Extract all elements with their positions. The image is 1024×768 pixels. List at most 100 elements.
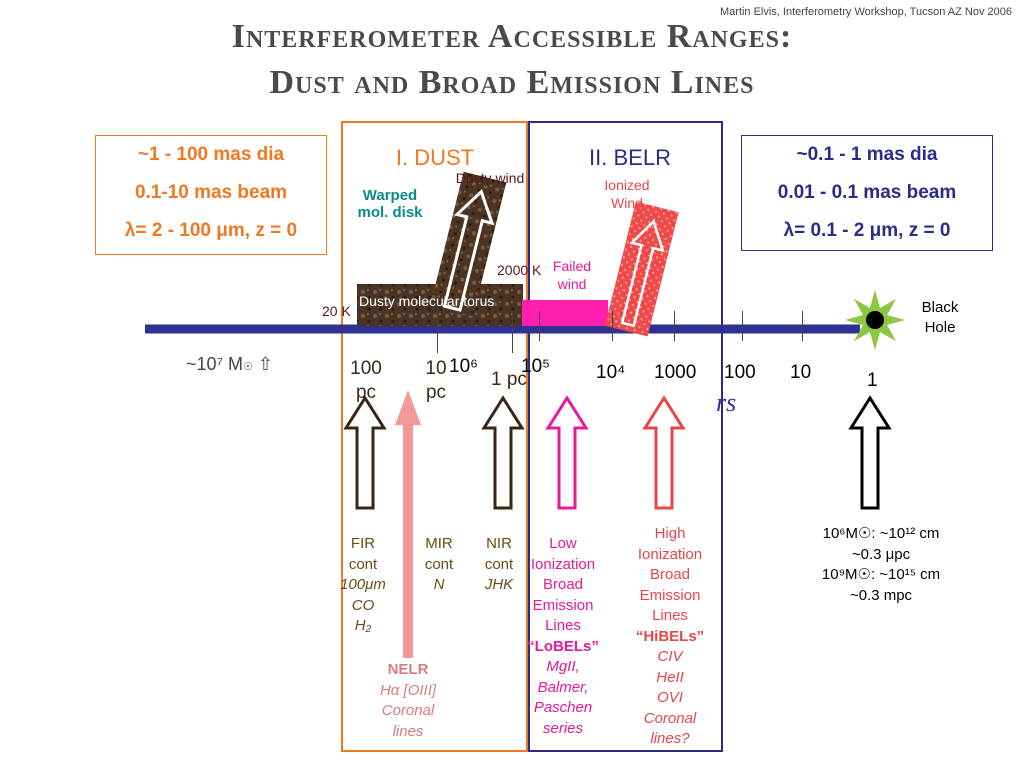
bh-line-4: ~0.3 mpc [849,586,913,604]
dusty-wind-band [430,171,507,317]
fir-line-4: CO [351,596,375,614]
tick-10 [802,311,803,341]
fir-band-label: FIR cont 100μm CO H₂ [333,534,393,637]
bh-line-2: ~0.3 μpc [851,545,911,563]
hibel-line-4: Emission [639,586,701,604]
left-box-line-3: λ= 2 - 100 μm, z = 0 [124,220,298,241]
fir-line-1: FIR [350,535,376,552]
failed-wind-bar [522,300,608,326]
lobel-line-10: series [542,719,583,737]
tick-label-100pc: 100 pc [350,358,382,403]
lobel-line-7: MgII, [546,658,580,675]
lobel-line-8: Balmer, [537,678,589,696]
tick-label-1: 1 [867,370,878,391]
hibel-line-10: Coronal [643,709,697,727]
right-box-line-3: λ= 0.1 - 2 μm, z = 0 [783,220,951,241]
tick-1000 [674,311,675,341]
lobel-line-4: Emission [532,596,594,614]
nelr-arrow [395,390,421,658]
nelr-line-4: lines [392,722,424,740]
hibel-line-3: Broad [649,566,691,583]
dusty-wind-label: Dusty wind [455,170,525,186]
title-line-2: Dust and Broad Emission Lines [269,64,755,101]
lobel-line-9: Paschen [533,699,593,716]
fir-line-5: H₂ [354,617,372,634]
ionized-wind-label: Ionized Wind [604,177,650,211]
left-info-box: ~1 - 100 mas dia 0.1-10 mas beam λ= 2 - … [95,135,327,255]
torus-label: Dusty molecular torus [359,293,495,309]
nir-arrow [481,395,525,510]
temp-2000k: 2000 K [497,262,542,278]
tick-label-100: 100 [724,362,756,383]
tick-10pc [437,311,438,353]
tick-1e4 [612,311,613,341]
tick-label-1e5: 10⁵ [521,356,551,377]
fir-line-2: cont [348,555,378,573]
tick-1pc [512,311,513,353]
title-line-1: Interferometer Accessible Ranges: [231,18,793,55]
black-hole-label: Black Hole [921,299,959,336]
nelr-line-2: Hα [OIII] [379,681,437,699]
mir-line-1: MIR [425,535,453,552]
lobel-arrow [545,395,589,510]
fir-line-3: 100μm [340,576,386,593]
nir-line-2: cont [484,555,514,573]
credit-line: Martin Elvis, Interferometry Workshop, T… [719,6,1012,18]
mass-label: ~10⁷ M☉ ⇧ [186,354,273,375]
tick-1e5 [539,311,540,341]
bh-line-1: 10⁶M☉: ~10¹² cm [822,525,940,542]
arrow-up-icon: ⇧ [252,354,274,374]
black-hole-icon [845,290,905,350]
hibel-arrow [642,395,686,510]
bh-scale-label: 10⁶M☉: ~10¹² cm ~0.3 μpc 10⁹M☉: ~10¹⁵ cm… [818,524,944,606]
warped-disk-label: Warped mol. disk [357,187,423,221]
tick-label-10: 10 [790,362,812,383]
mir-band-label: MIR cont N [412,534,466,596]
lobel-line-3: Broad [542,576,584,593]
hibel-line-7: CIV [657,648,683,665]
nelr-line-1: NELR [387,661,429,678]
belr-region-title: II. BELR [589,145,671,170]
right-info-box: ~0.1 - 1 mas dia 0.01 - 0.1 mas beam λ= … [741,135,993,251]
failed-wind-label: Failed wind [552,258,592,292]
tick-label-10pc: 10 pc [425,358,447,403]
tick-label-1000: 1000 [654,362,697,383]
tick-label-1e4: 10⁴ [596,362,626,383]
right-box-line-2: 0.01 - 0.1 mas beam [777,182,957,203]
nelr-line-3: Coronal [381,702,435,719]
rs-axis-label: rs [716,388,737,417]
hibel-line-11: lines? [650,730,690,747]
left-box-line-1: ~1 - 100 mas dia [137,144,285,165]
left-box-line-2: 0.1-10 mas beam [134,182,288,203]
fir-arrow [343,395,387,510]
belr-region-frame [528,121,723,752]
hibel-line-6: “HiBELs” [635,627,705,645]
lobel-line-6: “LoBELs” [527,637,599,655]
hibel-line-1: High [654,525,686,542]
solar-symbol-icon: ☉ [243,361,253,373]
hibel-line-5: Lines [652,607,688,624]
right-box-line-1: ~0.1 - 1 mas dia [796,144,938,165]
bh-arrow [848,395,892,510]
mir-line-3: N [433,576,445,593]
nir-line-1: NIR [486,535,512,552]
nir-line-3: JHK [484,576,514,593]
ionized-wind-band [604,201,679,337]
dust-region-frame [341,121,528,752]
nelr-band-label: NELR Hα [OIII] Coronal lines [360,660,456,742]
lobel-band-label: Low Ionization Broad Emission Lines “LoB… [523,534,603,739]
hibel-line-2: Ionization [637,545,703,563]
hibel-line-9: OVI [657,689,683,706]
temp-20k: 20 K [322,303,351,319]
hibel-line-8: HeII [656,668,684,686]
tick-label-1pc: 1 pc [491,369,527,390]
lobel-line-5: Lines [545,617,581,634]
mir-line-2: cont [424,555,454,573]
tick-100 [742,311,743,341]
lobel-line-2: Ionization [530,555,596,573]
bh-line-3: 10⁹M☉: ~10¹⁵ cm [821,566,941,583]
nir-band-label: NIR cont JHK [472,534,526,596]
dust-region-title: I. DUST [395,145,475,170]
hibel-band-label: High Ionization Broad Emission Lines “Hi… [626,524,714,750]
